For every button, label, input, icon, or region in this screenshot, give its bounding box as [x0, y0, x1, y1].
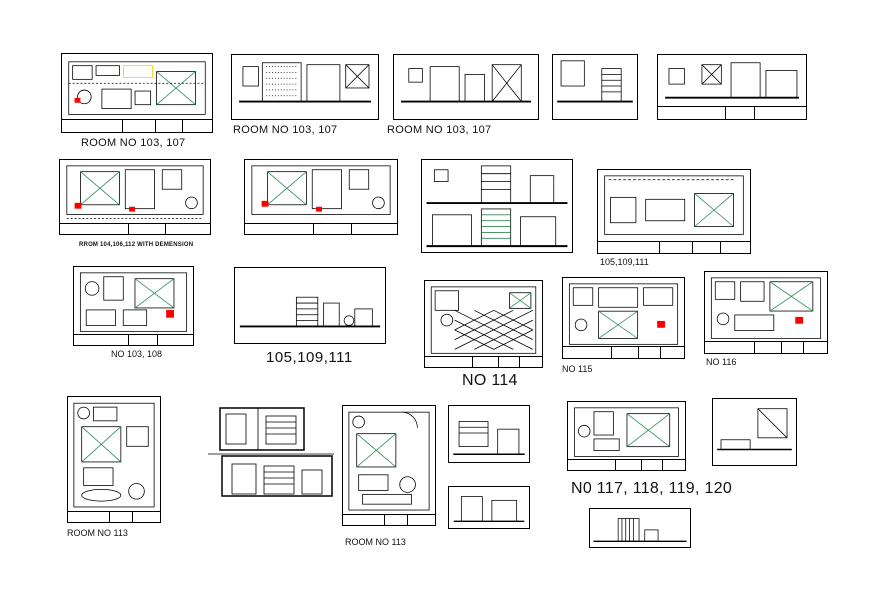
- drawing-sheet-room-103-107-layout: [61, 53, 213, 133]
- caption-room-103-107-b: ROOM NO 103, 107: [233, 124, 338, 136]
- caption-room-113-a: ROOM NO 113: [67, 528, 128, 538]
- drawing-sheet-room-103-107-elevation-b: [393, 54, 539, 120]
- caption-no-117-120: N0 117, 118, 119, 120: [571, 480, 733, 497]
- drawing-sheet-room-117-elevation: [712, 398, 797, 466]
- caption-room-105-109-111-small: 105,109,111: [600, 257, 649, 267]
- drawing-sheet-room-104-106-112-dimension: [59, 159, 211, 235]
- caption-room-105-109-111-large: 105,109,111: [266, 349, 353, 366]
- caption-room-104-106-112-dimension: RROM 104,106,112 WITH DEMENSION: [79, 242, 194, 248]
- drawing-sheet-room-113-a: [67, 396, 161, 523]
- caption-no-103-108: NO 103, 108: [111, 349, 163, 359]
- drawing-sheet-detail-3: [448, 486, 530, 529]
- drawing-sheet-detail-1: [552, 54, 638, 120]
- caption-room-113-b: ROOM NO 113: [345, 537, 406, 547]
- caption-no-116: NO 116: [706, 357, 737, 367]
- drawing-sheet-room-117-120: [567, 401, 686, 471]
- drawing-sheet-elevations-stack: [421, 159, 573, 253]
- drawing-sheet-room-105-109-111-elevation: [234, 267, 386, 344]
- caption-no-114: NO 114: [462, 372, 518, 389]
- drawing-sheet-room-105-109-111-layout: [597, 169, 751, 254]
- drawing-sheet-section-2: [589, 508, 691, 548]
- drawing-sheet-room-103-107-elevation-a: [231, 54, 379, 120]
- drawing-sheet-room-116: [704, 271, 828, 354]
- caption-room-103-107-a: ROOM NO 103, 107: [81, 137, 186, 149]
- drawing-sheet-room-115: [562, 277, 685, 359]
- drawing-sheet-room-113-elevation-top: [218, 406, 306, 452]
- drawing-sheet-room-103-108: [73, 266, 194, 346]
- drawing-sheet-detail-2: [448, 405, 530, 463]
- caption-no-115: NO 115: [562, 364, 593, 374]
- drawing-sheet-room-113-b: [342, 405, 436, 526]
- caption-room-103-107-c: ROOM NO 103, 107: [387, 124, 492, 136]
- drawing-sheet-room-104-layout: [244, 159, 398, 235]
- drawing-sheet-room-113-elevation-bottom: [208, 452, 334, 498]
- drawing-sheet-section-1: [657, 54, 807, 120]
- drawing-sheet-room-114: [424, 280, 543, 368]
